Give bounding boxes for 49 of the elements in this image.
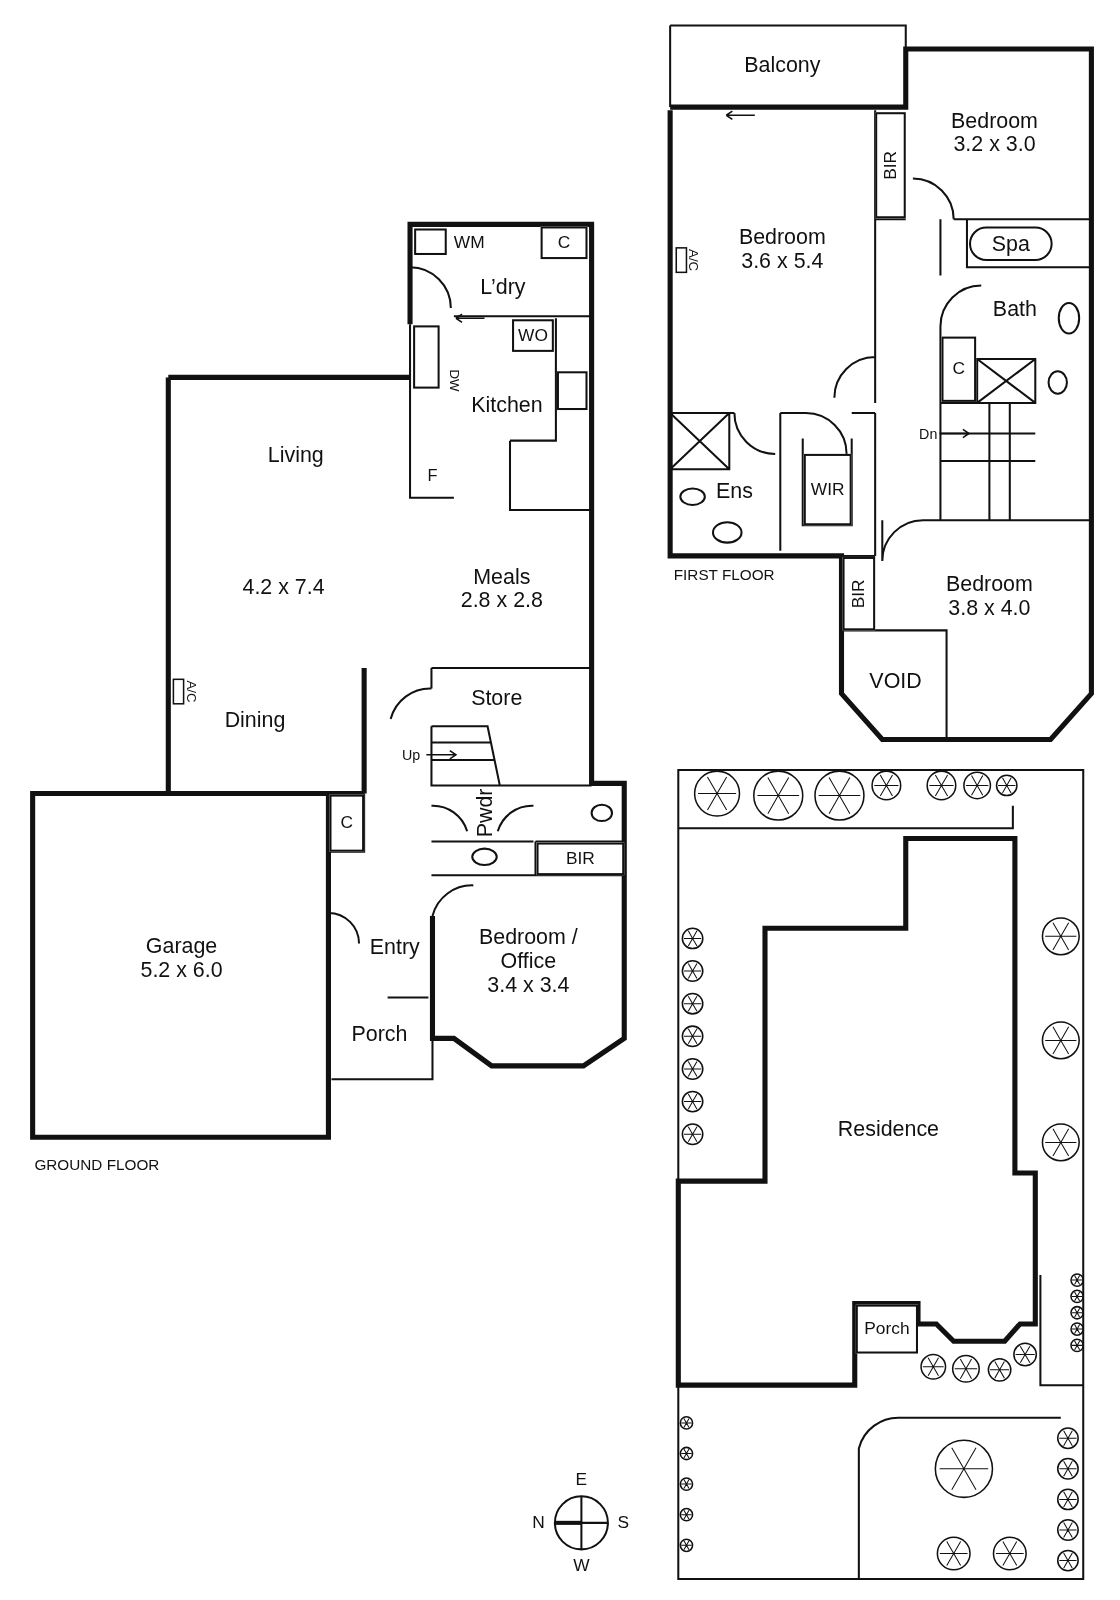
room-dimensions: 3.2 x 3.0 [953,132,1036,156]
built-in-robe: BIR [875,112,906,219]
room-name: VOID [869,668,922,693]
compass-letter: S [617,1512,629,1534]
room-dimensions: 4.2 x 7.4 [242,574,325,599]
cupboard: C [329,794,365,852]
room-name: Entry [369,934,420,959]
room-dimensions: 3.8 x 4.0 [948,595,1031,619]
room-name: Bedroom [738,224,826,249]
fixture-label: A/C [184,680,200,703]
room-name: Pwdr [472,788,497,838]
room-dimensions: 5.2 x 6.0 [140,957,223,981]
room-dimensions: 3.6 x 5.4 [741,248,824,272]
floor-label: GROUND FLOOR [34,1156,160,1174]
room-name: Bath [992,296,1037,320]
fixture-label: A/C [685,249,702,272]
wall-oven: WO [512,319,554,352]
porch-area: Porch [855,1304,918,1354]
room-name: Bedroom [951,108,1038,133]
compass-letter: N [532,1512,545,1534]
room-name: Living [267,442,324,466]
compass-letter: W [573,1555,590,1576]
room-name: Ens [715,478,753,503]
room-dimensions: 3.4 x 3.4 [487,972,570,997]
built-in-robe: BIR [842,556,876,631]
fixture-label: Up [401,746,421,763]
room-name: Bedroom [945,571,1033,596]
fixture-label: Dn [919,425,938,442]
room-name: Garage [145,933,218,958]
floor-label: FIRST FLOOR [673,565,775,583]
room-name: Residence [837,1116,940,1140]
walk-in-robe: WIR [803,453,852,526]
cupboard: C [941,336,977,402]
built-in-robe: BIR [536,842,625,876]
room-name: Store [471,685,523,710]
spa-bath: Spa [969,226,1053,262]
fixture-label: WM [453,232,485,253]
room-name: Bedroom / Office [477,925,579,973]
room-name: Meals [473,564,531,589]
fixture-label: F [427,467,438,486]
room-name: Kitchen [471,392,543,416]
room-name: L’dry [480,274,526,299]
room-name: Porch [351,1021,408,1046]
fixture-label: DW [447,369,463,392]
room-name: Balcony [744,52,821,77]
cupboard: C [540,226,588,260]
room-dimensions: 2.8 x 2.8 [460,588,543,612]
room-name: Dining [224,707,286,731]
compass-letter: E [575,1469,588,1491]
